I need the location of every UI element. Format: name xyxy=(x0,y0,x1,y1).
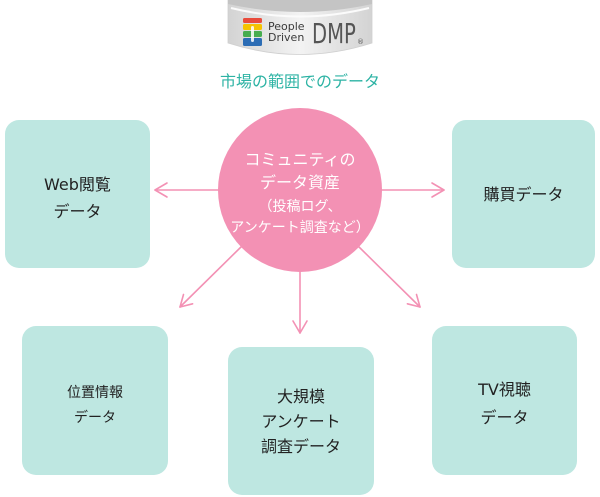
box-line: 位置情報 xyxy=(67,384,123,401)
community-data-label: コミュニティの データ資産 （投稿ログ、 アンケート調査など） xyxy=(218,148,382,239)
center-line-3: （投稿ログ、 xyxy=(258,199,342,215)
arrow-to-tv xyxy=(356,244,421,308)
diagram-title: 市場の範囲でのデータ xyxy=(219,72,380,91)
logo: People Driven DMP ® xyxy=(240,16,368,48)
logo-registered-mark: ® xyxy=(357,38,364,46)
stacked-bars-icon xyxy=(243,18,262,46)
box-line: Web閲覧 xyxy=(44,175,111,194)
box-line: 大規模 xyxy=(276,386,325,406)
logo-drum-rim xyxy=(228,0,372,12)
arrow-head xyxy=(292,320,308,334)
center-sub-label: （投稿ログ、 アンケート調査など） xyxy=(218,197,382,239)
logo-bar-red xyxy=(243,18,262,23)
tv-viewing-data-box: TV視聴 データ xyxy=(432,326,577,475)
large-survey-data-box: 大規模 アンケート 調査データ xyxy=(228,347,374,495)
arrow-shaft xyxy=(356,244,421,308)
community-data-circle xyxy=(218,108,382,272)
center-line-1: コミュニティの xyxy=(244,150,356,169)
logo-text-dmp: DMP xyxy=(312,17,356,50)
arrow-to-web xyxy=(154,182,223,198)
logo-drum-highlight xyxy=(230,7,370,18)
arrow-to-purchase xyxy=(377,182,445,198)
box-line: 調査データ xyxy=(260,436,341,456)
logo-text-people: People xyxy=(268,20,305,33)
arrow-head xyxy=(154,182,168,198)
box-line: データ xyxy=(74,409,116,426)
center-line-4: アンケート調査など） xyxy=(230,220,370,236)
arrow-shaft xyxy=(179,244,244,308)
logo-wordmark-small: People Driven xyxy=(268,21,305,43)
arrow-head xyxy=(179,293,194,308)
purchase-data-box: 購買データ xyxy=(452,120,595,268)
arrow-to-survey xyxy=(292,269,308,334)
logo-figure xyxy=(251,26,254,42)
arrow-head xyxy=(406,293,421,308)
logo-drum xyxy=(227,0,373,55)
box-line: データ xyxy=(480,407,529,427)
center-line-2: データ資産 xyxy=(259,173,340,192)
arrow-head xyxy=(431,182,445,198)
box-line: データ xyxy=(53,202,102,221)
logo-text-driven: Driven xyxy=(268,31,305,44)
web-browsing-data-box: Web閲覧 データ xyxy=(5,120,150,268)
box-line: TV視聴 xyxy=(478,379,531,399)
box-line: アンケート xyxy=(261,411,341,431)
location-data-box: 位置情報 データ xyxy=(22,326,168,475)
arrow-to-location xyxy=(179,244,244,308)
box-line: 購買データ xyxy=(483,184,564,204)
